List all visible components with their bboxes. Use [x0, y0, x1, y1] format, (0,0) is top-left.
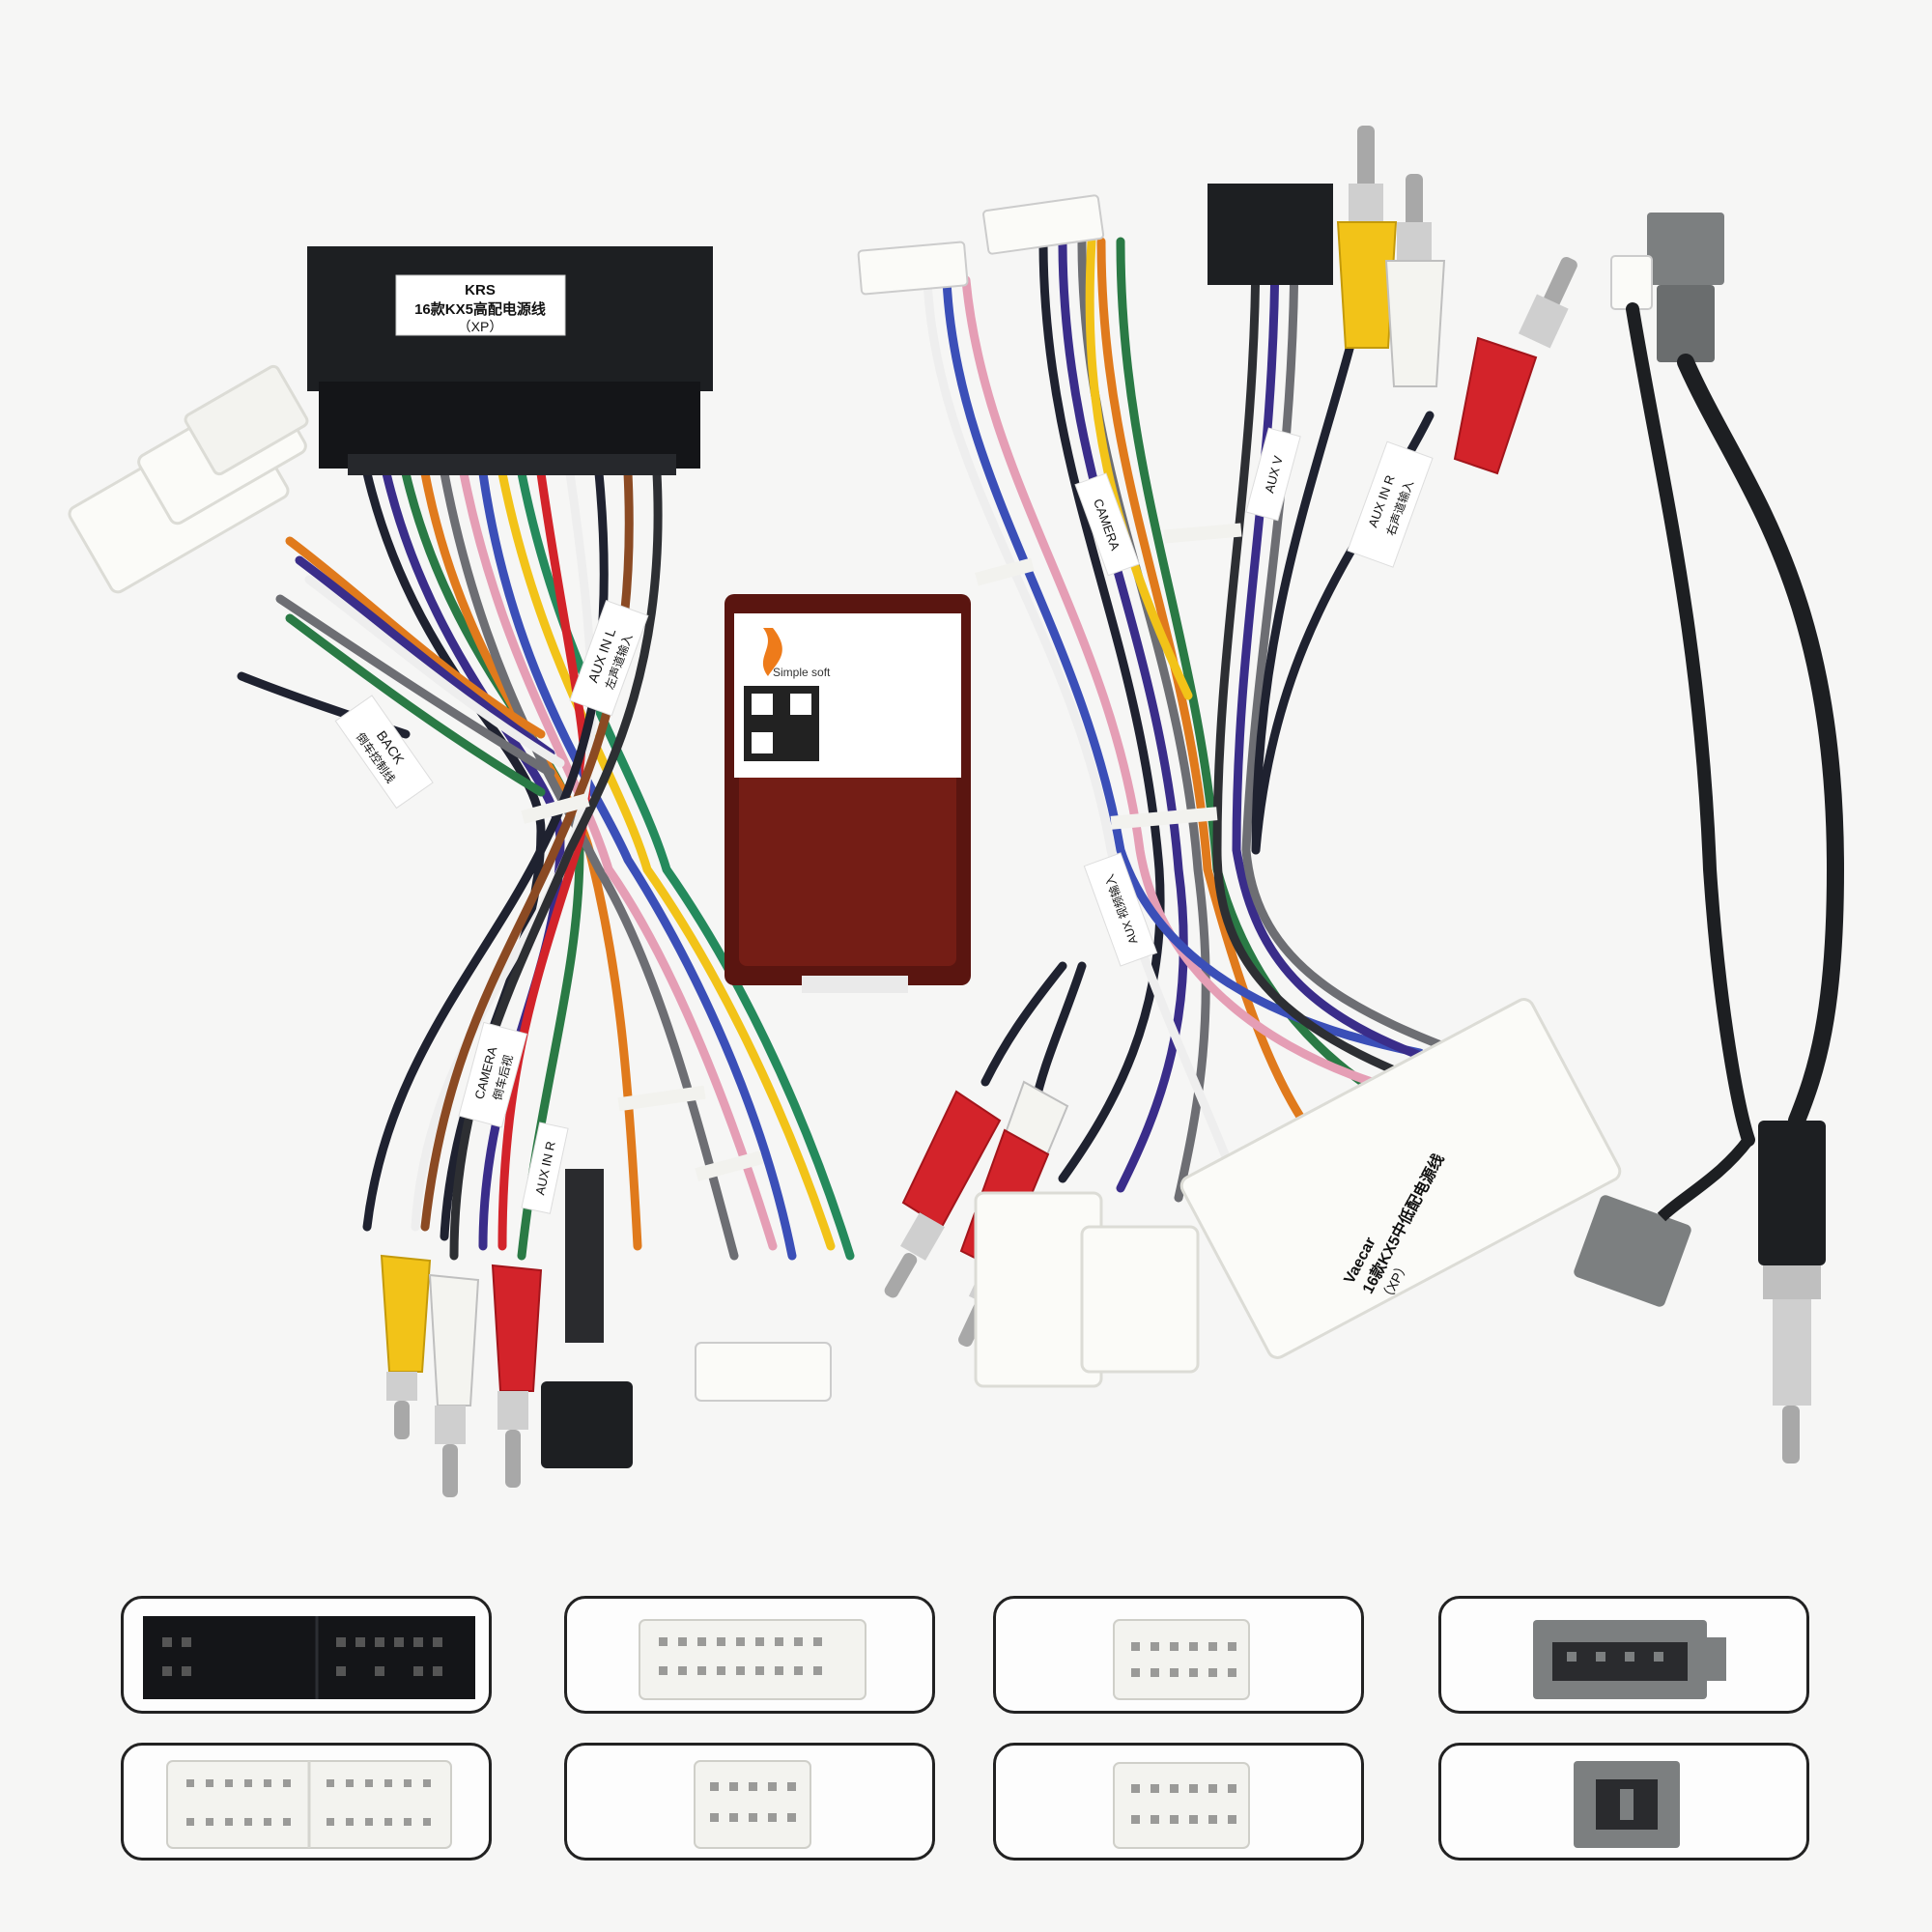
left-harness: KRS 16款KX5高配电源线 （XP） BACK 倒车控制线 AUX IN L…: [68, 246, 855, 1497]
white-medium-connector-pinout-icon: [1113, 1762, 1250, 1849]
left-label-code: （XP）: [458, 319, 503, 334]
left-label-brand: KRS: [465, 282, 496, 298]
left-white-connectors: [68, 364, 309, 594]
grey-antenna-connector-pinout-icon: [1574, 1761, 1680, 1848]
white-connector-pinout-icon: [639, 1619, 867, 1700]
right-top-rca-plugs: [1336, 126, 1577, 475]
decoder-brand: Simple soft: [773, 666, 831, 679]
white-large-connector-pinout-icon: [166, 1760, 452, 1849]
white-medium-connector-pinout-icon: [694, 1760, 811, 1849]
pinout-panel-grey-1: [1438, 1596, 1809, 1714]
decoder-box: Simple soft: [724, 594, 971, 993]
black-connector-pinout-icon: [143, 1616, 475, 1699]
left-label-model: 16款KX5高配电源线: [414, 300, 546, 318]
white-small-connector-pinout-icon: [1113, 1619, 1250, 1700]
left-rca-plugs: [380, 1169, 832, 1497]
pinout-panel-white-5: [993, 1743, 1364, 1861]
pinout-panel-white-2: [993, 1596, 1364, 1714]
pinout-panel-white-4: [564, 1743, 935, 1861]
pinout-panel-grey-2: [1438, 1743, 1809, 1861]
right-white-connectors: Vaecar 16款KX5中低配电源线 （XP）: [974, 998, 1622, 1388]
right-harness: AUX V CAMERA AUX IN R 右声道输入 AUX 视频输入: [857, 126, 1622, 1388]
adapter-cables: [1574, 213, 1845, 1463]
pinout-panel-white-1: [564, 1596, 935, 1714]
pinout-panel-black: [121, 1596, 492, 1714]
left-cable-tags: BACK 倒车控制线 AUX IN L 左声道输入 CAMERA 倒车后视 AU…: [334, 599, 649, 1214]
grey-connector-pinout-icon: [1533, 1620, 1726, 1699]
pinout-panel-white-3: [121, 1743, 492, 1861]
left-black-connector: KRS 16款KX5高配电源线 （XP）: [307, 246, 713, 475]
